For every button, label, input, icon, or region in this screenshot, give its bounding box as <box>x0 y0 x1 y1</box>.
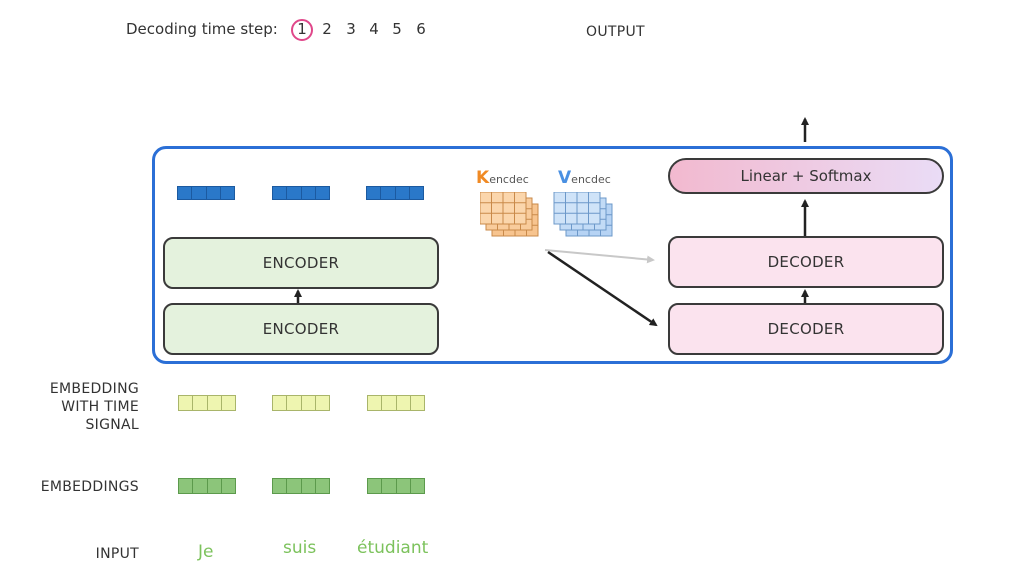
encoder-block-bottom: ENCODER <box>163 303 439 355</box>
decoding-time-step-label: Decoding time step: <box>126 20 278 38</box>
time-step-2: 2 <box>322 20 332 38</box>
k-main: K <box>476 168 490 188</box>
time-step-6: 6 <box>416 20 426 38</box>
kv-to-decoder-bottom-arrow <box>547 250 658 327</box>
decoder-block-bottom: DECODER <box>668 303 944 355</box>
kv-matrices <box>480 192 613 237</box>
input-word-etudiant: étudiant <box>357 538 429 558</box>
input-word-suis: suis <box>283 538 317 558</box>
embedding-vector <box>367 478 425 494</box>
k-matrix-stack <box>480 192 539 237</box>
time-step-4: 4 <box>369 20 379 38</box>
input-word-je: Je <box>198 542 214 562</box>
time-step-3: 3 <box>346 20 356 38</box>
time-step-5: 5 <box>392 20 402 38</box>
output-label: OUTPUT <box>586 24 645 40</box>
v-sub: encdec <box>571 173 611 186</box>
time-signal-embedding-vector <box>367 395 425 411</box>
input-label: INPUT <box>95 546 139 562</box>
embeddings-label: EMBEDDINGS <box>40 479 139 495</box>
embedding-vector <box>272 478 330 494</box>
embedding-vector <box>178 478 236 494</box>
time-step-1: 1 <box>297 20 307 38</box>
embedding-time-line2: WITH TIME <box>61 399 139 415</box>
time-signal-embedding-vector <box>178 395 236 411</box>
embedding-time-line1: EMBEDDING <box>49 381 139 397</box>
v-main: V <box>558 168 572 188</box>
active-step-ring <box>291 19 313 41</box>
embedding-with-time-signal-label: EMBEDDING WITH TIME SIGNAL <box>19 380 139 434</box>
k-encdec-label: Kencdec <box>476 168 529 188</box>
decoder-block-top: DECODER <box>668 236 944 288</box>
transformer-frame <box>152 146 953 364</box>
encoder-output-vector <box>272 186 330 200</box>
time-signal-embedding-vector <box>272 395 330 411</box>
encoder-output-vector <box>177 186 235 200</box>
k-sub: encdec <box>489 173 529 186</box>
encoder-block-top: ENCODER <box>163 237 439 289</box>
embedding-time-line3: SIGNAL <box>85 417 139 433</box>
v-matrix-stack <box>553 192 613 237</box>
v-encdec-label: Vencdec <box>558 168 611 188</box>
kv-to-decoder-top-arrow <box>544 249 655 264</box>
linear-softmax-block: Linear + Softmax <box>668 158 944 194</box>
encoder-output-vector <box>366 186 424 200</box>
